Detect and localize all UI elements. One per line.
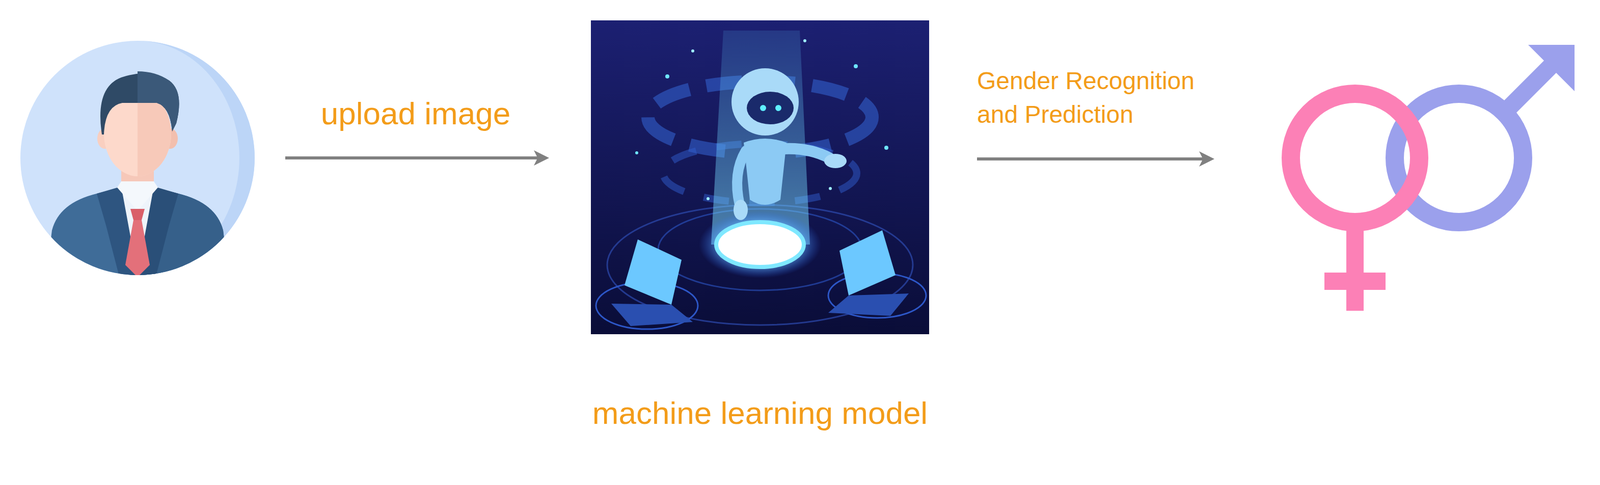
laptop-icons	[828, 293, 909, 316]
ml-beam	[716, 222, 804, 267]
female-symbol	[1324, 272, 1386, 290]
ml-background	[853, 64, 858, 69]
ml-background	[828, 186, 832, 191]
gender-node	[1263, 42, 1577, 311]
laptop-icons	[839, 230, 896, 296]
person-node	[20, 40, 255, 276]
female-symbol	[1346, 221, 1364, 311]
avatar-figure	[125, 220, 150, 278]
robot-figure	[731, 68, 799, 136]
edge-label: Gender Recognition and Prediction	[977, 64, 1222, 132]
ml-background	[635, 151, 639, 155]
flow-arrow	[977, 157, 1212, 161]
laptop-icons	[624, 239, 682, 305]
robot-figure	[731, 68, 847, 221]
gender-symbol	[1263, 42, 1577, 311]
robot-figure	[784, 148, 830, 158]
laptop-icons	[611, 303, 693, 327]
avatar-figure	[117, 181, 158, 211]
avatar-figure	[130, 208, 145, 221]
male-symbol	[1502, 62, 1555, 115]
ml-background	[803, 39, 807, 43]
robot-figure	[746, 91, 794, 125]
flow-arrow	[285, 156, 547, 160]
male-symbol	[1528, 44, 1575, 92]
ml-background	[658, 208, 862, 291]
edge-label: upload image	[320, 94, 511, 133]
female-symbol	[1290, 93, 1420, 311]
robot-figure	[824, 153, 847, 169]
ml-beam	[698, 210, 822, 279]
robot-figure	[737, 150, 746, 205]
ml-background	[706, 197, 710, 201]
robot-figure	[733, 199, 748, 221]
robot-figure	[775, 104, 782, 112]
ml-illustration	[590, 20, 930, 335]
node-caption: machine learning model	[592, 394, 928, 432]
avatar-figure	[137, 71, 180, 132]
person-avatar	[20, 40, 255, 276]
ml-background	[884, 145, 889, 150]
ml-background	[590, 20, 930, 335]
female-symbol	[1290, 93, 1420, 223]
avatar-figure	[45, 71, 230, 281]
ml-background	[590, 20, 930, 335]
laptop-icons	[595, 230, 927, 330]
model-node: machine learning model	[590, 20, 930, 335]
ml-background	[665, 74, 670, 79]
ml-background	[691, 49, 695, 53]
robot-figure	[760, 104, 767, 112]
